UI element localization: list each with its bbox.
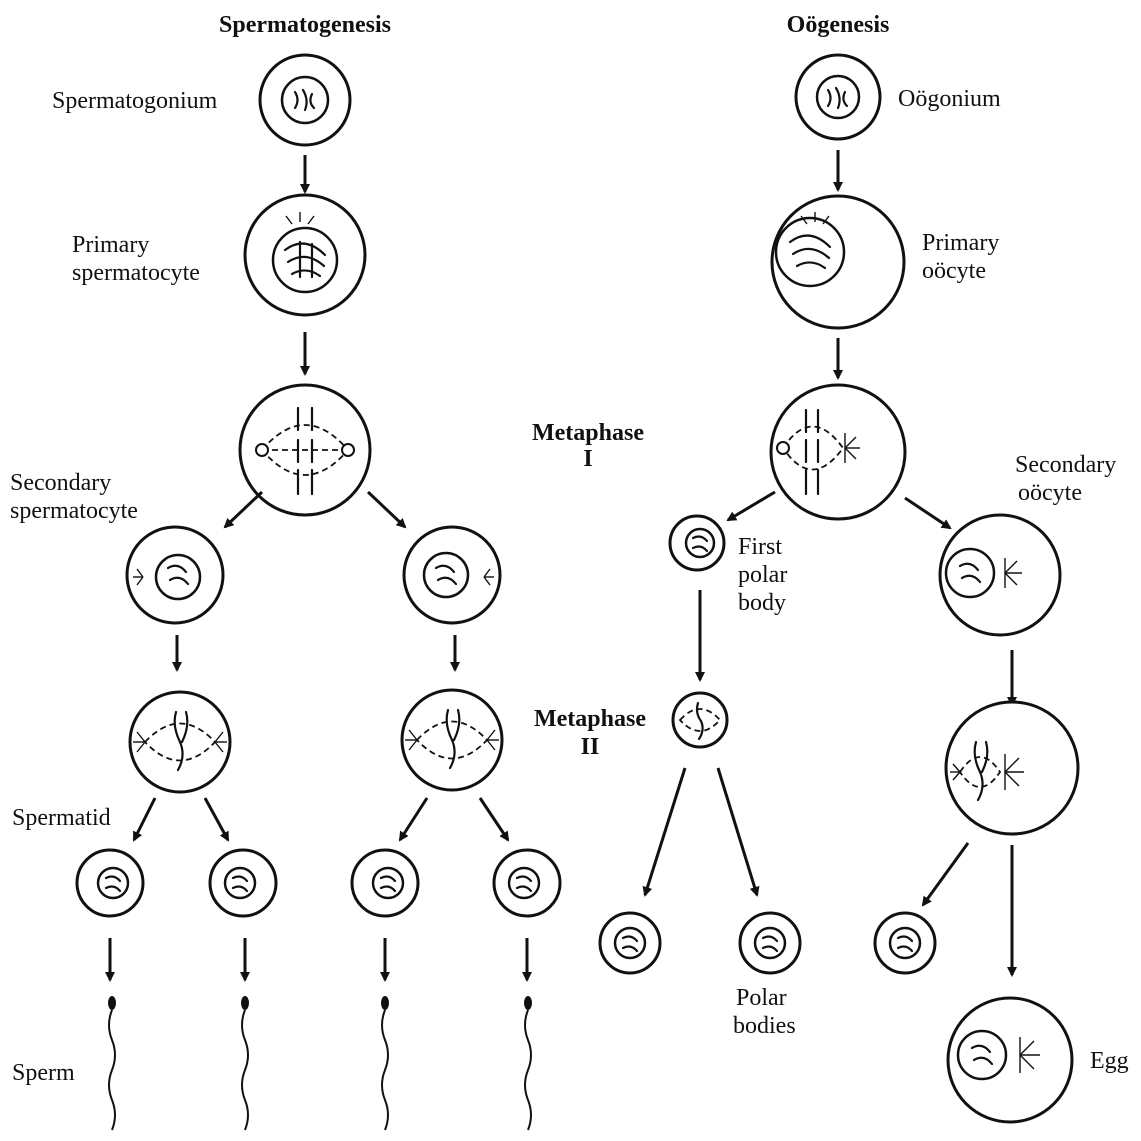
oogonium-label: Oögonium xyxy=(898,86,1001,112)
primary-spermatocyte-cell xyxy=(243,193,367,317)
metaphase-1-label-line1: Metaphase xyxy=(532,420,644,446)
metaphase-2-label-line1: Metaphase xyxy=(534,706,646,732)
polar-body-2 xyxy=(738,911,802,975)
arrow-polar-meta2-left xyxy=(642,767,687,897)
sperm-metaphase-2-right xyxy=(400,688,504,792)
primary-spermatocyte-label-1: Primary xyxy=(72,232,149,258)
egg-metaphase-1-cell xyxy=(769,383,907,521)
arrow-to-spermatid-3 xyxy=(398,797,429,842)
spermatid-4 xyxy=(492,848,562,918)
sperm-metaphase-1-cell xyxy=(238,383,372,517)
arrow-to-spermatid-4 xyxy=(478,797,510,842)
sperm-2 xyxy=(241,996,249,1131)
polar-body-metaphase-2-cell xyxy=(671,691,729,749)
polar-bodies-label-1: Polar xyxy=(736,985,787,1011)
sperm-3 xyxy=(381,996,389,1131)
secondary-oocyte-label-1: Secondary xyxy=(1015,452,1116,478)
polar-body-3 xyxy=(873,911,937,975)
arrow-metaphase1-to-secondary-oocyte xyxy=(904,496,952,530)
egg-metaphase-2-cell xyxy=(944,700,1080,836)
polar-body-1 xyxy=(598,911,662,975)
sperm-label: Sperm xyxy=(12,1060,75,1086)
secondary-spermatocyte-left xyxy=(125,525,225,625)
spermatogonium-cell xyxy=(258,53,352,147)
arrow-metaphase1-to-secondary-left xyxy=(223,490,264,529)
spermatid-label: Spermatid xyxy=(12,805,111,831)
primary-oocyte-label-2: oöcyte xyxy=(922,258,986,284)
oogonium-cell xyxy=(794,53,882,141)
polar-bodies-label-2: bodies xyxy=(733,1013,796,1039)
spermatogonium-label: Spermatogonium xyxy=(52,88,218,114)
secondary-spermatocyte-right xyxy=(402,525,502,625)
sperm-metaphase-2-left xyxy=(128,690,232,794)
oogenesis-heading: Oögenesis xyxy=(787,12,890,38)
arrow-to-spermatid-2 xyxy=(203,797,230,842)
secondary-oocyte-label-2: oöcyte xyxy=(1018,480,1082,506)
first-polar-body-cell xyxy=(668,514,726,572)
sperm-1 xyxy=(108,996,116,1131)
first-polar-body-label-3: body xyxy=(738,590,786,616)
spermatid-1 xyxy=(75,848,145,918)
spermatid-3 xyxy=(350,848,420,918)
first-polar-body-label-2: polar xyxy=(738,562,787,588)
primary-spermatocyte-label-2: spermatocyte xyxy=(72,260,200,286)
metaphase-2-label-line2: II xyxy=(581,734,600,760)
first-polar-body-label-1: First xyxy=(738,534,782,560)
secondary-spermatocyte-label-1: Secondary xyxy=(10,470,111,496)
primary-oocyte-label-1: Primary xyxy=(922,230,999,256)
egg-cell xyxy=(946,996,1074,1124)
spermatid-2 xyxy=(208,848,278,918)
egg-label: Egg xyxy=(1090,1048,1129,1074)
spermatogenesis-heading: Spermatogenesis xyxy=(219,12,391,38)
metaphase-1-label-line2: I xyxy=(583,446,592,472)
secondary-spermatocyte-label-2: spermatocyte xyxy=(10,498,138,524)
arrow-metaphase1-to-secondary-right xyxy=(366,490,407,529)
secondary-oocyte-cell xyxy=(938,513,1062,637)
arrow-egg-meta2-to-polar xyxy=(921,842,970,907)
sperm-4 xyxy=(524,996,532,1131)
primary-oocyte-cell xyxy=(770,194,906,330)
arrow-polar-meta2-right xyxy=(716,767,760,897)
arrow-to-spermatid-1 xyxy=(132,797,157,842)
arrow-metaphase1-to-first-polar xyxy=(726,490,776,522)
